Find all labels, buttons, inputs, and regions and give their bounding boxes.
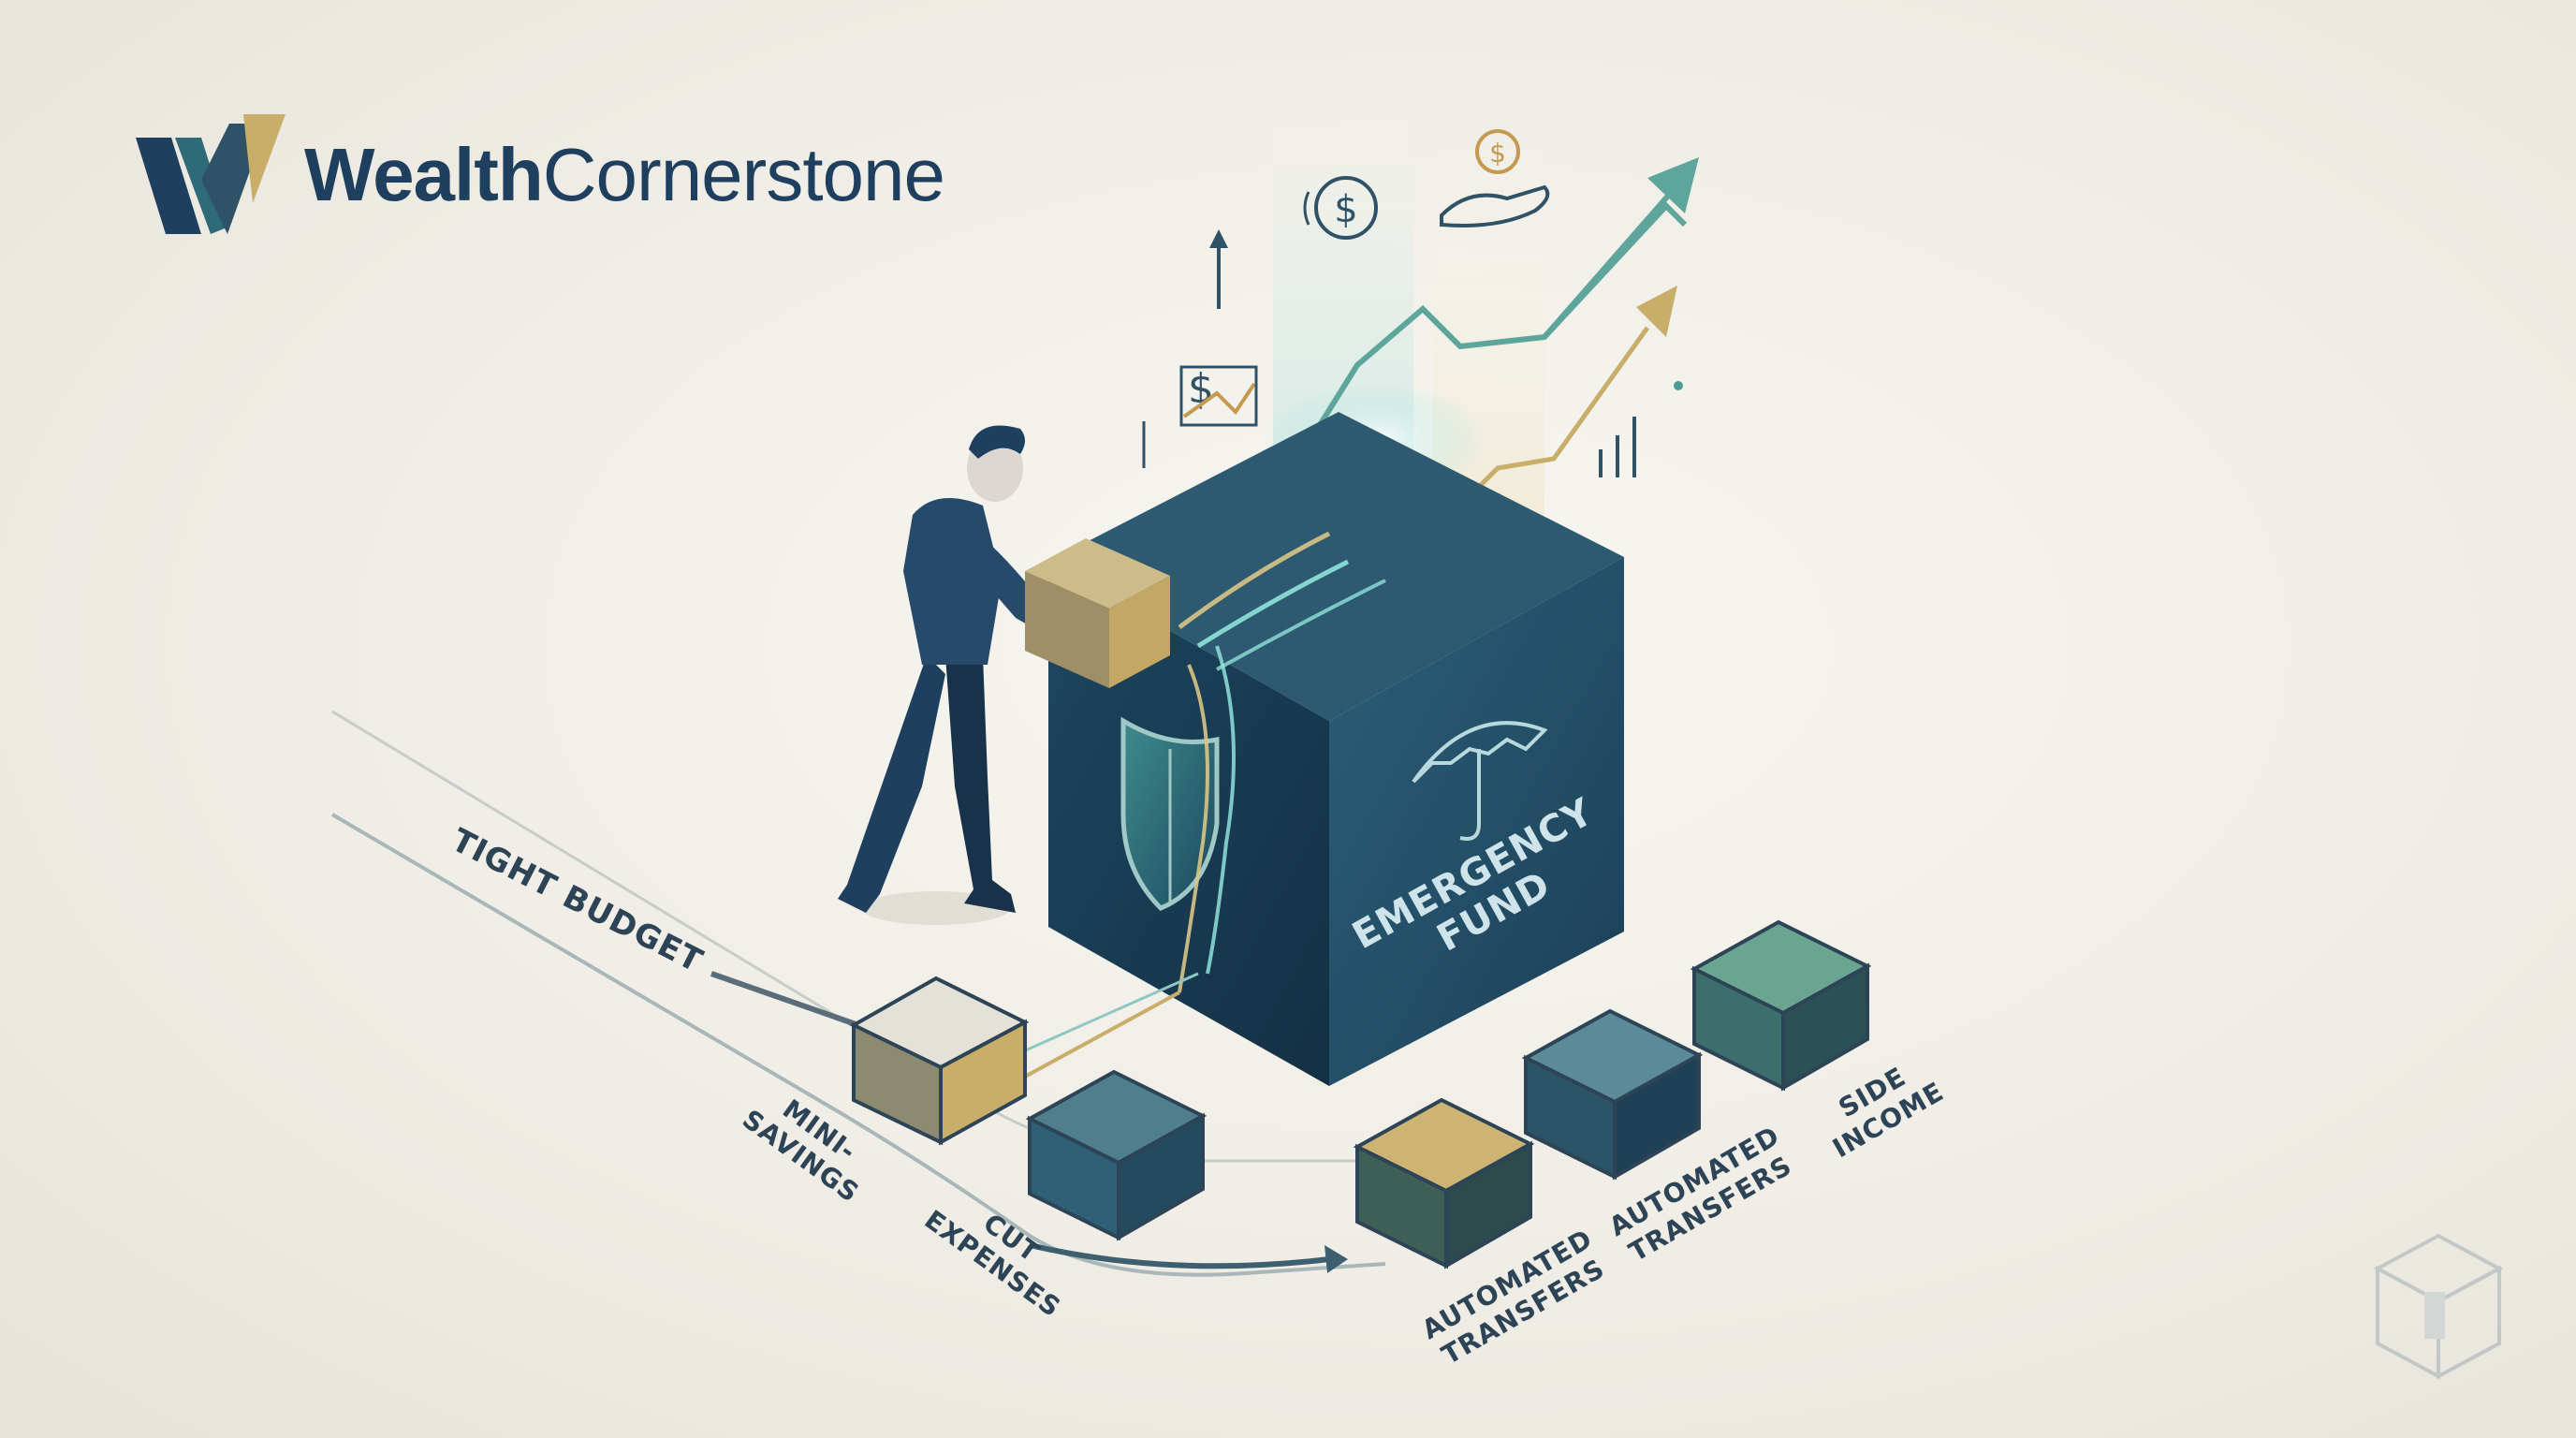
cube-stack-watermark-icon (2373, 1233, 2504, 1380)
svg-text:$: $ (1489, 138, 1506, 169)
wc-monogram-icon (136, 114, 285, 234)
brand-header: WealthCornerstone (136, 114, 945, 236)
cash-growth-icon: $ (1179, 365, 1258, 427)
step-cube-automated-transfers-1 (1353, 1097, 1535, 1269)
teal-arrow-head-icon (1647, 157, 1699, 213)
brand-name: WealthCornerstone (304, 132, 945, 218)
umbrella-icon (1412, 721, 1548, 841)
dollar-coin-icon: $ (1303, 176, 1378, 240)
step-cube-side-income (1690, 919, 1872, 1092)
gold-arrow-head-icon (1636, 286, 1677, 337)
person-figure (838, 425, 1062, 925)
emergency-fund-box: EMERGENCY FUND (1048, 412, 1624, 1086)
svg-text:$: $ (1334, 188, 1357, 231)
hand-coin-icon: $ (1440, 129, 1550, 227)
bar-chart-icon (1599, 381, 1683, 477)
step-cube-mini-savings (849, 976, 1030, 1146)
up-arrow-icon (1142, 229, 1228, 468)
carried-box (1025, 538, 1170, 688)
brand-name-regular: Cornerstone (542, 133, 945, 216)
step-cube-cut-expenses (1025, 1069, 1208, 1241)
step-cube-automated-transfers-2 (1521, 1008, 1704, 1181)
brand-name-bold: Wealth (304, 133, 544, 216)
path-arrow-icon (1325, 1245, 1348, 1273)
